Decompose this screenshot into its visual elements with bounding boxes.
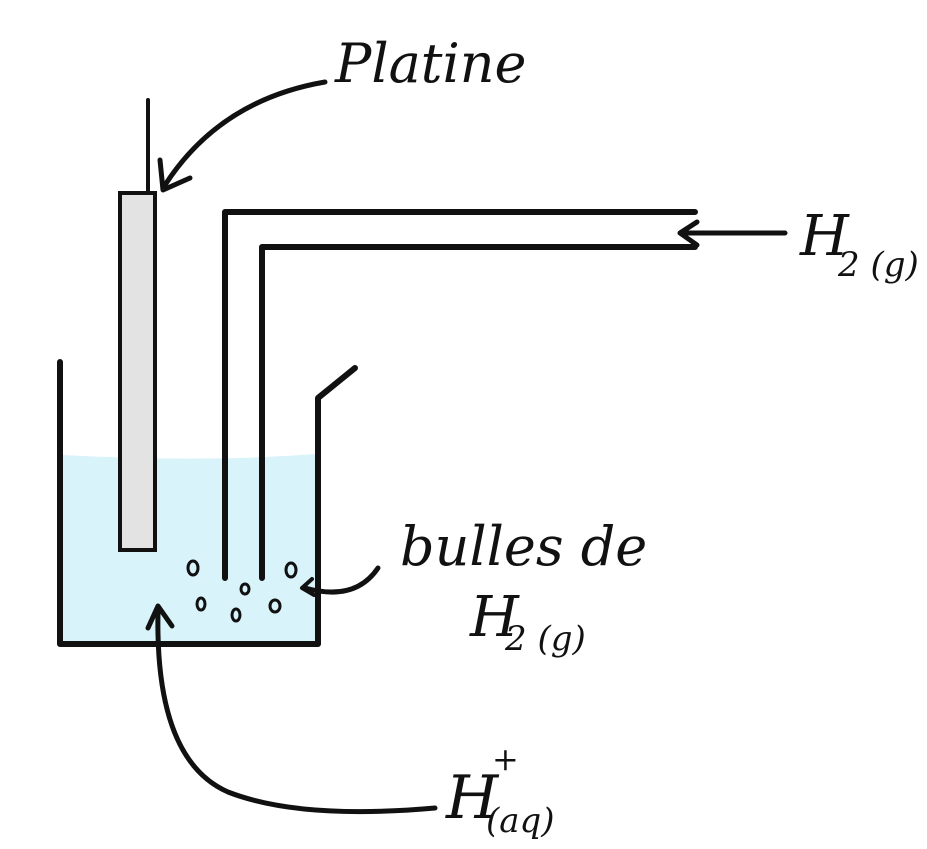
bubble — [186, 559, 200, 577]
h2-gas-label-sub: 2 (g) — [837, 245, 919, 285]
platine-arrowhead — [157, 157, 193, 193]
bubbles-label: bulles de — [400, 515, 647, 578]
hplus-arrowhead — [145, 603, 175, 631]
bubble — [195, 596, 207, 612]
acid-solution — [62, 454, 316, 642]
bubbles-h2-label-base: H — [469, 585, 520, 650]
beaker — [57, 359, 358, 647]
h2-gas-label: H 2 (g) — [799, 204, 919, 285]
hplus-label-sub: (aq) — [486, 801, 555, 841]
platine-arrow — [162, 79, 328, 188]
bubble — [284, 561, 298, 579]
gas-inlet-arrowhead — [677, 219, 700, 248]
hplus-label-sup: + — [492, 740, 519, 778]
gas-tube-inner — [259, 244, 698, 581]
bubble — [239, 582, 251, 596]
hplus-label-base: H — [445, 763, 500, 833]
bubbles-arrowhead — [300, 577, 316, 597]
h2-gas-label-base: H — [799, 204, 850, 269]
platinum-electrode — [118, 191, 157, 552]
bubbles-h2-label-sub: 2 (g) — [504, 619, 586, 659]
hydrogen-bubbles — [186, 559, 298, 623]
bubbles-arrow — [302, 565, 381, 595]
bubble — [230, 607, 242, 623]
gas-tube-outer — [222, 209, 698, 581]
hplus-arrow — [155, 609, 438, 815]
bubble — [268, 598, 282, 614]
bubbles-h2-label: H 2 (g) — [469, 585, 586, 659]
platine-label: Platine — [334, 32, 527, 95]
hplus-label: H + (aq) — [445, 740, 555, 841]
